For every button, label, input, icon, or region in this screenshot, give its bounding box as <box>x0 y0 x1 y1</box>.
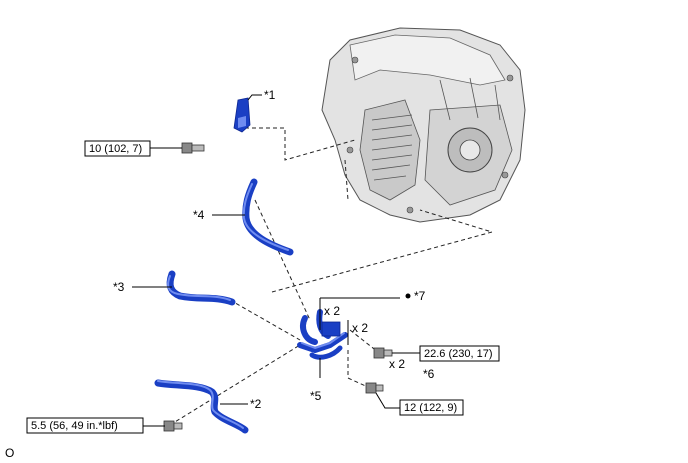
assembly-dashed-lines <box>169 127 494 426</box>
torque-box-5-5: 5.5 (56, 49 in.*lbf) <box>26 417 144 434</box>
callout-7: *7 <box>414 289 426 303</box>
hose-part-3 <box>166 270 236 306</box>
bolt-5-5nm <box>163 420 183 432</box>
hose-part-2 <box>154 379 249 434</box>
callout-4: *4 <box>193 208 205 222</box>
leader-lines <box>132 94 420 427</box>
figure-code: O <box>5 446 14 460</box>
torque-box-10: 10 (102, 7) <box>84 140 151 157</box>
quantity-label: x 2 <box>324 304 340 318</box>
dot-marker <box>405 293 411 299</box>
torque-box-12: 12 (122, 9) <box>399 399 464 416</box>
callout-5: *5 <box>310 389 322 403</box>
torque-box-22-6: 22.6 (230, 17) <box>419 345 500 362</box>
callout-3: *3 <box>113 280 125 294</box>
torque-value: 22.6 (230, 17) <box>424 348 493 360</box>
transaxle-assembly <box>321 27 526 223</box>
quantity-label: x 2 <box>352 321 368 335</box>
quantity-label: x 2 <box>389 357 405 371</box>
torque-value: 5.5 (56, 49 in.*lbf) <box>31 420 118 432</box>
bolt-10nm <box>181 142 205 154</box>
torque-value: 10 (102, 7) <box>89 143 142 155</box>
hose-part-4 <box>242 178 294 256</box>
bracket-part-1 <box>233 97 251 133</box>
callout-6: *6 <box>423 367 435 381</box>
torque-value: 12 (122, 9) <box>404 402 457 414</box>
callout-1: *1 <box>264 88 276 102</box>
callout-2: *2 <box>250 397 262 411</box>
bolt-12nm <box>365 382 384 394</box>
hose-part-5-assembly <box>297 309 348 360</box>
